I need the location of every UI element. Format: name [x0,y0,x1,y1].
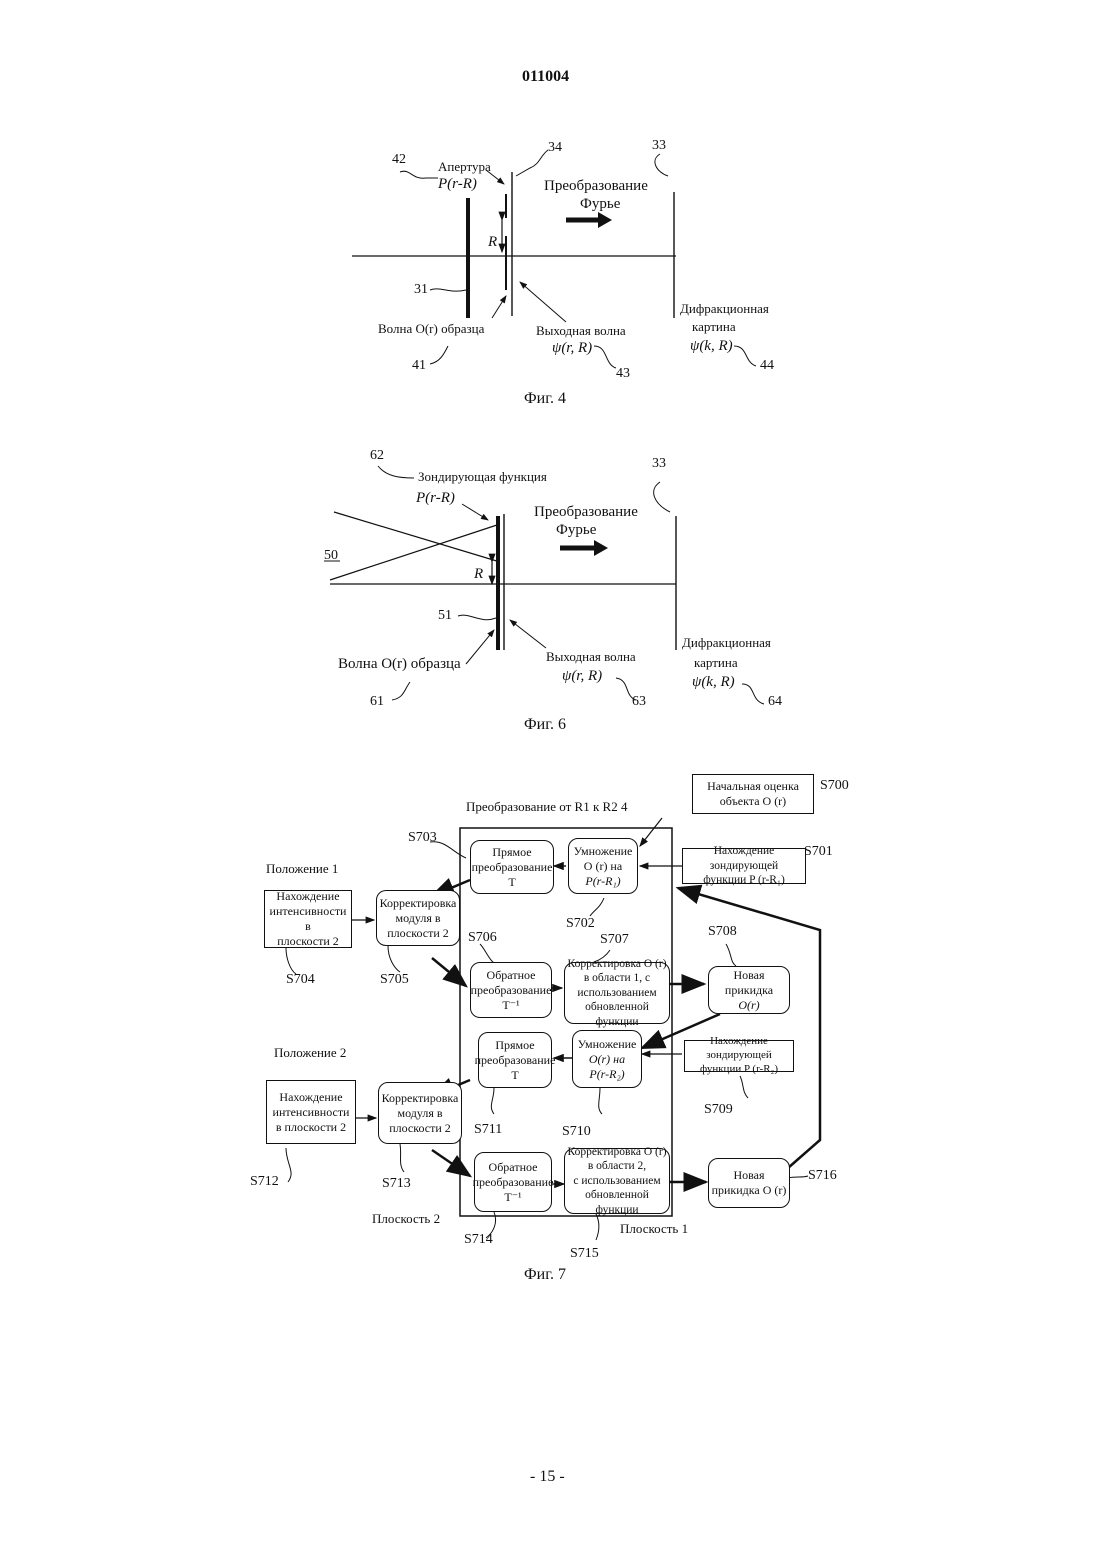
box-s708-text: Новая прикидка [725,968,773,997]
fig4-diffraction-function: ψ(k, R) [690,338,733,355]
fig6-sample-wave-label: Волна O(r) образца [338,656,461,673]
step-label-s703: S703 [408,830,437,845]
page-number: - 15 - [530,1468,565,1486]
fig6-diffraction-label-2: картина [694,656,738,670]
fig4-ref-31: 31 [414,282,428,297]
box-s708-new-guess: Новая прикидкаO(r) [708,966,790,1014]
fig6-ref-61: 61 [370,694,384,709]
box-s715-correction-area-2: Корректировка O (r) в области 2, с испол… [564,1148,670,1214]
fig6-probe-function: P(r-R) [416,490,455,507]
fig6-exit-wave-label: Выходная волна [546,650,636,664]
step-label-s708: S708 [708,924,737,939]
step-label-s716: S716 [808,1168,837,1183]
fig6-fourier-label: Преобразование [534,504,638,521]
fig7-title: Преобразование от R1 к R2 4 [466,800,627,814]
fig4-ref-34: 34 [548,140,562,155]
fig6-ref-33: 33 [652,456,666,471]
step-label-s706: S706 [468,930,497,945]
box-s707-correction-area-1: Корректировка O (r) в области 1, с испол… [564,962,670,1024]
step-label-s714: S714 [464,1232,493,1247]
box-s714-inverse-transform: Обратное преобразование T⁻¹ [474,1152,552,1212]
fig6-ref-62: 62 [370,448,384,463]
step-label-s702: S702 [566,916,595,931]
step-label-s704: S704 [286,972,315,987]
step-label-s710: S710 [562,1124,591,1139]
box-s712-intensity: Нахождение интенсивности в плоскости 2 [266,1080,356,1144]
fig7-plane-2: Плоскость 2 [372,1212,440,1226]
fig4-diffraction-label: Дифракционная [680,302,769,316]
box-s706-inverse-transform: Обратное преобразование T⁻¹ [470,962,552,1018]
step-label-s715: S715 [570,1246,599,1261]
fig4-aperture-label: Апертура [438,160,491,174]
fig6-ref-63: 63 [632,694,646,709]
fig4-exit-wave-function: ψ(r, R) [552,340,592,357]
box-s702-text: Умножение O (r) на [574,844,633,873]
fig6-ref-64: 64 [768,694,782,709]
fig7-plane-1: Плоскость 1 [620,1222,688,1236]
document-number: 011004 [522,68,569,86]
fig6-probe-label: Зондирующая функция [418,470,547,484]
fig4-sample-wave-label: Волна O(r) образца [378,322,484,336]
step-label-s701: S701 [804,844,833,859]
fig4-caption: Фиг. 4 [524,390,566,408]
box-s713-modulus-correction: Корректировка модуля в плоскости 2 [378,1082,462,1144]
box-s702-multiply: Умножение O (r) наP(r-R₁) [568,838,638,894]
box-s701-probe-r1: Нахождение зондирующей функции P (r-R₁) [682,848,806,884]
box-s704-intensity: Нахождение интенсивности в плоскости 2 [264,890,352,948]
box-s700-initial-estimate: Начальная оценка объекта O (r) [692,774,814,814]
box-s711-forward-transform: Прямое преобразование T [478,1032,552,1088]
fig4-ref-44: 44 [760,358,774,373]
box-s709-probe-r2: Нахождение зондирующей функции P (r-R₂) [684,1040,794,1072]
fig7-position-1: Положение 1 [266,862,338,876]
step-label-s700: S700 [820,778,849,793]
box-s702-function: P(r-R₁) [585,874,620,888]
fig6-diffraction-label: Дифракционная [682,636,771,650]
fig6-caption: Фиг. 6 [524,716,566,734]
fig4-ref-33: 33 [652,138,666,153]
fig4-ref-43: 43 [616,366,630,381]
fig6-r-label: R [474,566,483,583]
fig4-r-label: R [488,234,497,251]
box-s705-modulus-correction: Корректировка модуля в плоскости 2 [376,890,460,946]
fig4-exit-wave-label: Выходная волна [536,324,626,338]
fig4-diffraction-label-2: картина [692,320,736,334]
fig6-ref-50: 50 [324,548,338,563]
step-label-s711: S711 [474,1122,502,1137]
fig6-fourier-label-2: Фурье [556,522,596,539]
fig6-exit-wave-function: ψ(r, R) [562,668,602,685]
fig4-fourier-label: Преобразование [544,178,648,195]
fig4-aperture-function: P(r-R) [438,176,477,193]
box-s708-function: O(r) [738,998,759,1012]
box-s710-function: O(r) на P(r-R₂) [589,1052,625,1081]
fig4-ref-41: 41 [412,358,426,373]
fig4-ref-42: 42 [392,152,406,167]
step-label-s712: S712 [250,1174,279,1189]
box-s716-new-guess: Новая прикидка O (r) [708,1158,790,1208]
fig4-fourier-label-2: Фурье [580,196,620,213]
box-s710-text: Умножение [578,1037,637,1051]
box-s703-forward-transform: Прямое преобразование T [470,840,554,894]
fig6-ref-51: 51 [438,608,452,623]
fig7-caption: Фиг. 7 [524,1266,566,1284]
step-label-s713: S713 [382,1176,411,1191]
step-label-s707: S707 [600,932,629,947]
box-s710-multiply: УмножениеO(r) на P(r-R₂) [572,1030,642,1088]
step-label-s705: S705 [380,972,409,987]
fig6-diffraction-function: ψ(k, R) [692,674,735,691]
fig7-position-2: Положение 2 [274,1046,346,1060]
step-label-s709: S709 [704,1102,733,1117]
